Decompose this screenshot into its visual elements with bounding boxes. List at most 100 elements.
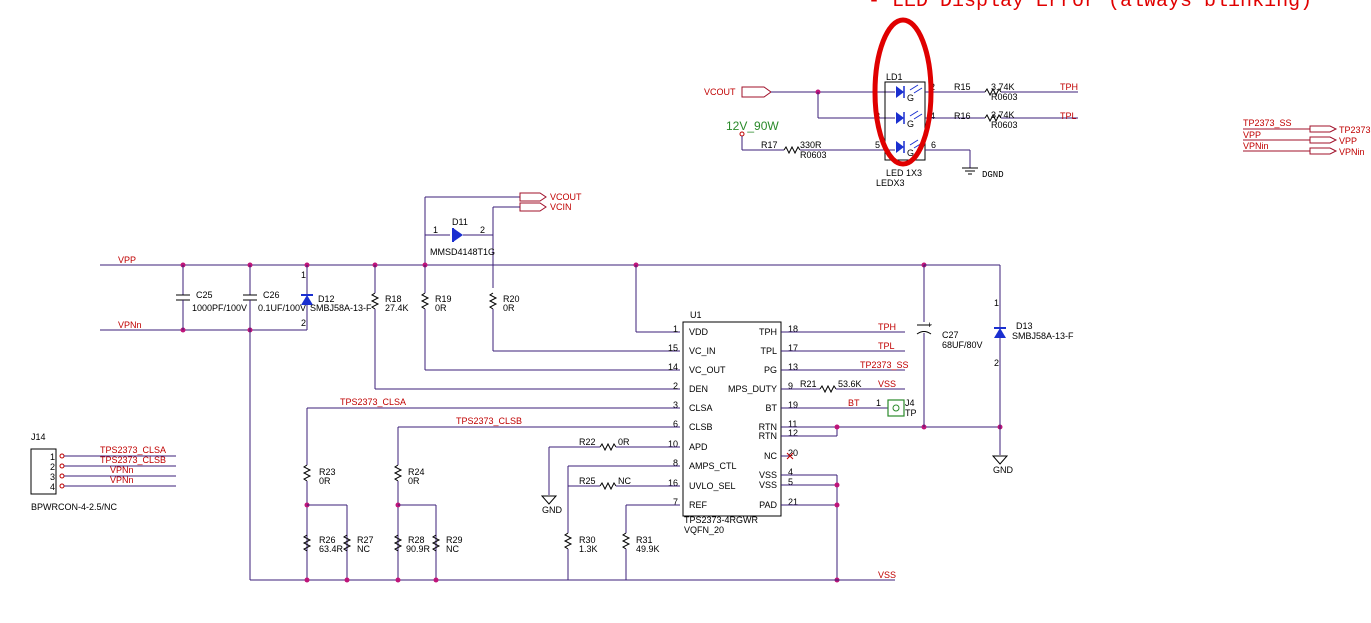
svg-text:R24: R24	[408, 467, 425, 477]
classification-block: TPS2373_CLSA R23 0R R26 63.4R R27 NC TPS…	[250, 397, 896, 583]
svg-text:TPH: TPH	[878, 322, 896, 332]
svg-text:G: G	[907, 119, 914, 129]
svg-text:D13: D13	[1016, 321, 1033, 331]
svg-text:5: 5	[875, 140, 880, 150]
svg-text:R25: R25	[579, 476, 596, 486]
u1-pin-name: PAD	[759, 500, 777, 510]
svg-text:0R: 0R	[408, 476, 420, 486]
u1-pin-number: 2	[673, 381, 678, 391]
svg-text:LED 1X3: LED 1X3	[886, 168, 922, 178]
svg-text:TP: TP	[905, 408, 917, 418]
svg-text:63.4R: 63.4R	[319, 544, 344, 554]
svg-text:2: 2	[50, 462, 55, 472]
u1-pin-number: 1	[673, 324, 678, 334]
svg-text:+: +	[927, 320, 932, 330]
svg-text:R0603: R0603	[800, 150, 827, 160]
u1-pin-number: 5	[788, 477, 793, 487]
u1-pin-number: 11	[788, 419, 797, 429]
u1-pin-name: VSS	[759, 470, 777, 480]
svg-text:R23: R23	[319, 467, 336, 477]
u1-pin-name: UVLO_SEL	[689, 481, 736, 491]
svg-text:R19: R19	[435, 294, 452, 304]
svg-text:TPS2373_CLSA: TPS2373_CLSA	[100, 445, 166, 455]
svg-text:D11: D11	[452, 217, 468, 227]
svg-text:1: 1	[876, 398, 881, 408]
highlight-circle	[872, 17, 934, 167]
svg-text:VCOUT: VCOUT	[550, 192, 582, 202]
svg-text:R16: R16	[954, 111, 971, 121]
input-rail: VPP VPNn C25 1000PF/100V C26 0.1UF/100V …	[100, 255, 1000, 580]
svg-text:3: 3	[50, 472, 55, 482]
u1-pin-number: 13	[788, 362, 798, 372]
svg-text:U1: U1	[690, 310, 702, 320]
svg-text:D12: D12	[318, 294, 335, 304]
svg-text:4: 4	[50, 482, 55, 492]
svg-text:G: G	[907, 93, 914, 103]
u1-pin-number: 10	[668, 439, 678, 449]
u1-pin-name: AMPS_CTL	[689, 461, 737, 471]
svg-text:330R: 330R	[800, 140, 822, 150]
u1-pin-name: MPS_DUTY	[728, 384, 777, 394]
svg-text:1.3K: 1.3K	[579, 544, 598, 554]
u1-pin-name: VC_OUT	[689, 365, 726, 375]
led-error-annotation: - LED Display Error (always blinking)	[868, 0, 1312, 13]
svg-text:R15: R15	[954, 82, 971, 92]
u1-pin-name: VSS	[759, 480, 777, 490]
svg-text:VSS: VSS	[878, 570, 896, 580]
u1-pin-name: REF	[689, 500, 708, 510]
svg-text:TPH: TPH	[1060, 82, 1078, 92]
svg-text:R20: R20	[503, 294, 520, 304]
vcout-label: VCOUT	[704, 87, 736, 97]
svg-text:NC: NC	[357, 544, 370, 554]
svg-text:BT: BT	[848, 398, 860, 408]
svg-text:R27: R27	[357, 535, 374, 545]
svg-text:TPS2373_CLSB: TPS2373_CLSB	[100, 455, 166, 465]
u1-right-nets: TPH TPL TP2373_SS R21 53.6K VSS BT 1 J4 …	[781, 264, 1074, 583]
u1-pin-name: PG	[764, 365, 777, 375]
svg-text:1: 1	[433, 225, 438, 235]
svg-text:GND: GND	[542, 505, 563, 515]
u1-pin-name: APD	[689, 442, 708, 452]
svg-text:SMBJ58A-13-F: SMBJ58A-13-F	[1012, 331, 1074, 341]
u1-pin-name: NC	[764, 451, 777, 461]
svg-text:0.1UF/100V: 0.1UF/100V	[258, 303, 306, 313]
svg-text:4: 4	[930, 111, 935, 121]
svg-text:VCIN: VCIN	[550, 202, 572, 212]
svg-text:0R: 0R	[503, 303, 515, 313]
u1-pin-number: 19	[788, 400, 798, 410]
svg-text:LEDX3: LEDX3	[876, 178, 905, 188]
svg-text:2: 2	[994, 358, 999, 368]
svg-text:TP2373_SS: TP2373_SS	[860, 360, 909, 370]
svg-text:C25: C25	[196, 290, 213, 300]
u1-pin-number: 8	[673, 458, 678, 468]
svg-text:R28: R28	[408, 535, 425, 545]
svg-text:1: 1	[50, 452, 55, 462]
svg-text:VPNn: VPNn	[118, 320, 142, 330]
svg-text:R31: R31	[636, 535, 653, 545]
u1-pin-name: TPH	[759, 327, 777, 337]
svg-text:90.9R: 90.9R	[406, 544, 431, 554]
svg-text:TPS2373_CLSB: TPS2373_CLSB	[456, 416, 522, 426]
u1-pin-number: 7	[673, 497, 678, 507]
d11-block: VCOUT VCIN D11 1 2 MMSD4148T1G	[424, 192, 582, 288]
svg-text:6: 6	[931, 140, 936, 150]
u1-pin-number: 4	[788, 467, 793, 477]
top-right-nets: TP2373_SS VPP VPNin TP2373 VPP VPNin	[1243, 118, 1371, 157]
u1-pin-number: 15	[668, 343, 678, 353]
u1-pin-name: RTN	[759, 431, 777, 441]
svg-text:TPL: TPL	[878, 341, 895, 351]
ld1-label: LD1	[886, 72, 903, 82]
u1-pin-number: 21	[788, 497, 798, 507]
v12-label: 12V_90W	[726, 119, 779, 133]
svg-text:MMSD4148T1G: MMSD4148T1G	[430, 247, 495, 257]
svg-text:0R: 0R	[618, 437, 630, 447]
svg-text:J14: J14	[31, 432, 46, 442]
u1-body	[682, 321, 782, 517]
u1-pin-number: 20	[788, 448, 798, 458]
svg-text:VPP: VPP	[1243, 130, 1261, 140]
svg-text:TPS2373-4RGWR: TPS2373-4RGWR	[684, 515, 759, 525]
svg-text:C27: C27	[942, 330, 959, 340]
u1-pin-name: CLSA	[689, 403, 713, 413]
svg-text:27.4K: 27.4K	[385, 303, 409, 313]
